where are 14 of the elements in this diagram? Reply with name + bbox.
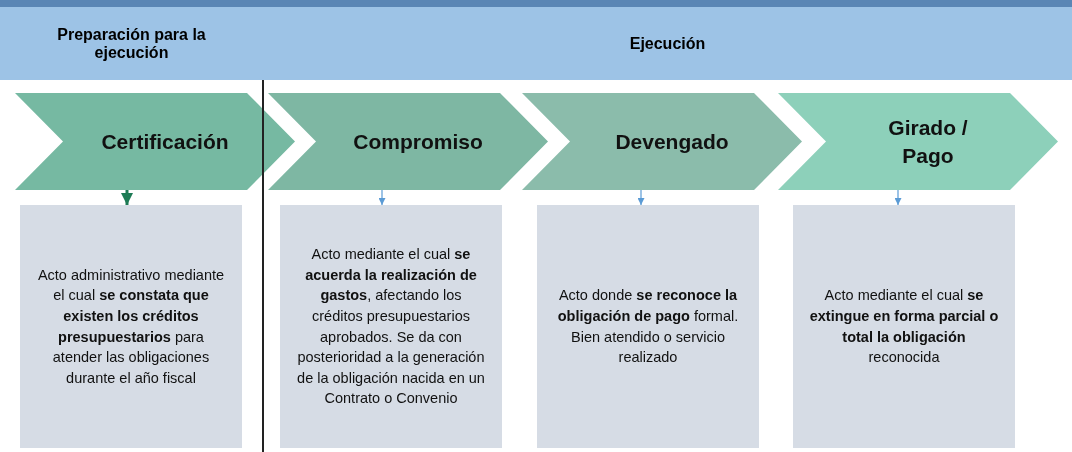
arrow: [637, 189, 645, 206]
stage-title: Girado / Pago: [887, 115, 969, 169]
description-box: Acto donde se reconoce la obligación de pago formal. Bien atendido o servicio realizado: [537, 205, 759, 448]
description-box: Acto mediante el cual se extingue en forma parcial o total la obligación reconocida: [793, 205, 1015, 448]
description-box: Acto administrativo mediante el cual se constata que existen los créditos presupuestarios para atender las obligaciones durante el año fiscal: [20, 205, 242, 448]
stage-title: Certificación: [101, 128, 229, 155]
description-box: Acto mediante el cual se acuerda la realización de gastos, afectando los créditos presupuestarios aprobados. Se da con posterioridad a la generación de la obligación nacida en un Contrato o Convenio: [280, 205, 502, 448]
header-band: Ejecución: [263, 0, 1072, 80]
stage-title: Compromiso: [353, 128, 483, 155]
arrow: [121, 190, 133, 205]
header-band: Preparación para la ejecución: [0, 0, 263, 80]
stage-title: Devengado: [615, 128, 729, 155]
arrow: [378, 189, 386, 206]
arrow: [894, 189, 902, 206]
